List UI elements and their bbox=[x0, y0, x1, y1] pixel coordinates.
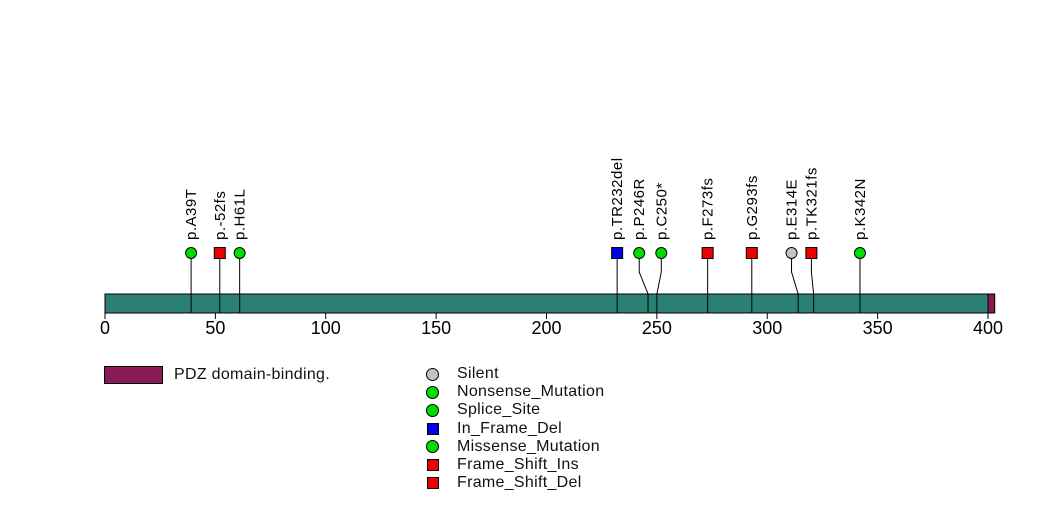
square-marker-icon bbox=[426, 459, 439, 472]
mutation-marker-circle bbox=[233, 247, 246, 259]
legend-item: Frame_Shift_Del bbox=[426, 474, 604, 492]
protein-bar bbox=[104, 293, 996, 314]
mutation-marker-circle bbox=[853, 247, 866, 259]
mutation-label: p.-52fs bbox=[212, 191, 229, 240]
mutation-label: p.G293fs bbox=[744, 175, 761, 240]
mutation-marker-square bbox=[805, 247, 818, 259]
mutation-label: p.F273fs bbox=[700, 178, 717, 240]
circle-marker-icon bbox=[426, 440, 439, 454]
axis-tick-label: 200 bbox=[531, 318, 561, 338]
mutation-label: p.H61L bbox=[232, 189, 249, 240]
legend-item-label: Frame_Shift_Del bbox=[457, 474, 582, 492]
axis-tick-label: 150 bbox=[421, 318, 451, 338]
mutation-marker-square bbox=[701, 247, 714, 259]
legend-item-label: In_Frame_Del bbox=[457, 419, 562, 437]
legend-item: Missense_Mutation bbox=[426, 438, 604, 456]
mutation-marker-square bbox=[213, 247, 226, 259]
mutation-connector bbox=[791, 258, 799, 313]
circle-marker-icon bbox=[426, 367, 439, 381]
legend-item: Splice_Site bbox=[426, 401, 604, 419]
pdz-domain-swatch-icon bbox=[104, 365, 163, 384]
square-marker-icon bbox=[426, 477, 439, 490]
axis-tick-label: 400 bbox=[973, 318, 1003, 338]
legend-item: Nonsense_Mutation bbox=[426, 383, 604, 401]
axis-tick-label: 50 bbox=[205, 318, 225, 338]
domain-legend-label: PDZ domain-binding. bbox=[174, 365, 330, 383]
mutation-label: p.K342N bbox=[852, 178, 869, 240]
legend-item-label: Silent bbox=[457, 365, 499, 383]
legend-item: Silent bbox=[426, 365, 604, 383]
legend-item-label: Splice_Site bbox=[457, 401, 541, 419]
mutation-marker-circle bbox=[633, 247, 646, 259]
pdz-domain-region bbox=[987, 293, 996, 314]
square-marker-icon bbox=[426, 422, 439, 435]
mutation-label: p.TR232del bbox=[609, 157, 626, 240]
axis-tick-label: 250 bbox=[642, 318, 672, 338]
mutation-label: p.TK321fs bbox=[803, 167, 820, 240]
mutation-marker-circle bbox=[185, 247, 198, 259]
mutation-label: p.C250* bbox=[653, 182, 670, 240]
mutation-marker-square bbox=[745, 247, 758, 259]
axis-tick-label: 300 bbox=[752, 318, 782, 338]
legend-item-label: Missense_Mutation bbox=[457, 437, 600, 455]
mutation-label: p.A39T bbox=[183, 189, 200, 240]
mutation-connector bbox=[656, 258, 662, 313]
circle-marker-icon bbox=[426, 403, 439, 417]
axis-tick-label: 0 bbox=[100, 318, 110, 338]
axis-tick-label: 100 bbox=[311, 318, 341, 338]
legend-item: Frame_Shift_Ins bbox=[426, 456, 604, 474]
mutation-marker-square bbox=[611, 247, 624, 259]
mutation-label: p.P246R bbox=[631, 178, 648, 240]
domain-legend: PDZ domain-binding. bbox=[104, 365, 330, 384]
axis-tick-label: 350 bbox=[863, 318, 893, 338]
mutation-connector bbox=[810, 258, 815, 313]
mutation-label: p.E314E bbox=[784, 179, 801, 240]
legend-item-label: Nonsense_Mutation bbox=[457, 383, 605, 401]
legend-item-label: Frame_Shift_Ins bbox=[457, 456, 579, 474]
mutation-marker-circle bbox=[655, 247, 668, 259]
mutation-marker-circle bbox=[785, 247, 798, 259]
mutation-connector bbox=[638, 258, 649, 313]
circle-marker-icon bbox=[426, 385, 439, 399]
legend-item: In_Frame_Del bbox=[426, 420, 604, 438]
